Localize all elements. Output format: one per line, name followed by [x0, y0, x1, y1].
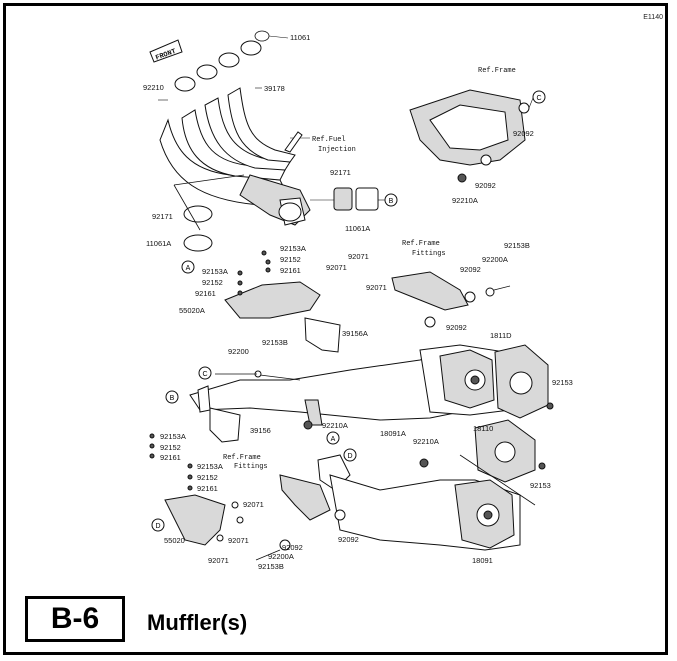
label-92071-4: 92071 — [243, 500, 264, 509]
callout-a-1: A — [186, 265, 191, 272]
label-39156: 39156 — [250, 426, 271, 435]
label-92152-1: 92152 — [280, 255, 301, 264]
label-92153-right-2: 92153 — [530, 481, 551, 490]
diagram-frame — [3, 3, 668, 655]
o2-sensor — [284, 131, 303, 153]
label-ref-frame-low: Ref.Frame — [223, 454, 261, 462]
label-92153A-3: 92153A — [160, 432, 186, 441]
label-ref-frame-fittings: Ref.Frame — [402, 240, 440, 248]
callout-b-2: B — [170, 395, 175, 402]
label-92153B-right: 92153B — [504, 241, 530, 250]
part-number-labels: 11061 92210 39178 Ref.Fuel Injection 921… — [143, 33, 573, 571]
clamp-and-pipe-set — [173, 174, 386, 252]
label-1811D: 1811D — [490, 331, 512, 340]
gasket-ring — [254, 30, 270, 42]
label-11061: 11061 — [290, 33, 310, 42]
label-fittings: Fittings — [412, 250, 446, 258]
callout-d-2: D — [155, 523, 160, 530]
label-92092-top: 92092 — [513, 129, 534, 138]
label-92071-2: 92071 — [326, 263, 347, 272]
lower-hardware-set — [149, 433, 244, 546]
label-55020: 55020 — [164, 536, 185, 545]
label-92092-low2: 92092 — [338, 535, 359, 544]
label-fittings-low: Fittings — [234, 463, 268, 471]
label-92210A-top: 92210A — [452, 196, 478, 205]
header-outlet — [278, 202, 302, 222]
muffler-right-assembly — [189, 344, 511, 430]
label-92161-3: 92161 — [160, 453, 181, 462]
callout-letters: A B C C B A D D — [155, 95, 541, 530]
label-ref-frame-top: Ref.Frame — [478, 67, 516, 75]
label-92200A-low: 92200A — [268, 552, 294, 561]
label-92200: 92200 — [228, 347, 249, 356]
label-92171-top: 92171 — [330, 168, 351, 177]
label-92153B-low: 92153B — [258, 562, 284, 571]
callout-c-1: C — [536, 95, 541, 102]
label-39156A: 39156A — [342, 329, 368, 338]
heat-shield-tag-lower — [209, 407, 241, 443]
label-11061A: 11061A — [146, 239, 171, 248]
label-92092-low1: 92092 — [282, 543, 303, 552]
diagram-code: E1140 — [643, 14, 663, 21]
label-92210: 92210 — [143, 83, 164, 92]
label-92092-c: 92092 — [446, 323, 467, 332]
label-92071-5: 92071 — [228, 536, 249, 545]
label-92210A-low: 92210A — [413, 437, 439, 446]
label-92210A-c: 92210A — [322, 421, 348, 430]
callout-b-1: B — [389, 198, 394, 205]
label-92152-4: 92152 — [197, 473, 218, 482]
label-92161-2: 92161 — [195, 289, 216, 298]
label-18091: 18091 — [472, 556, 493, 565]
label-ref-fuel-2: Injection — [318, 146, 356, 154]
callout-d-1: D — [347, 453, 352, 460]
callout-a-2: A — [331, 436, 336, 443]
label-92153-right-1: 92153 — [552, 378, 573, 387]
heat-shield-tag-upper — [304, 317, 341, 353]
heat-guard-upper — [224, 250, 321, 319]
label-11061A-top: 11061A — [345, 224, 370, 233]
label-92152-3: 92152 — [160, 443, 181, 452]
callout-markers — [151, 90, 546, 532]
label-55020A: 55020A — [179, 306, 205, 315]
label-92071-6: 92071 — [208, 556, 229, 565]
label-92200A-right: 92200A — [482, 255, 508, 264]
frame-bracket-top — [409, 89, 534, 183]
label-39178: 39178 — [264, 84, 285, 93]
end-cap-right — [494, 344, 554, 419]
front-arrow: FRONT — [149, 39, 183, 63]
label-18091A: 18091A — [380, 429, 406, 438]
frame-fittings-right — [391, 271, 511, 328]
end-cap-lower — [459, 419, 546, 506]
label-92071-1: 92071 — [348, 252, 369, 261]
callout-c-2: C — [202, 371, 207, 378]
section-title: Muffler(s) — [147, 610, 248, 635]
label-ref-fuel: Ref.Fuel — [312, 136, 346, 144]
label-18110: 18110 — [473, 424, 493, 433]
label-92153A-4: 92153A — [197, 462, 223, 471]
label-92153B-c: 92153B — [262, 338, 288, 347]
label-92171: 92171 — [152, 212, 173, 221]
muffler-lower-assembly — [255, 454, 521, 561]
label-92071-3: 92071 — [366, 283, 387, 292]
label-92152-2: 92152 — [202, 278, 223, 287]
label-92161-4: 92161 — [197, 484, 218, 493]
label-92153A-1: 92153A — [280, 244, 306, 253]
label-92092-right: 92092 — [460, 265, 481, 274]
label-92161-1: 92161 — [280, 266, 301, 275]
exhaust-header-assembly — [158, 30, 311, 226]
section-code-box: B-6 — [25, 596, 125, 642]
label-92092-mid: 92092 — [475, 181, 496, 190]
label-92153A-2: 92153A — [202, 267, 228, 276]
